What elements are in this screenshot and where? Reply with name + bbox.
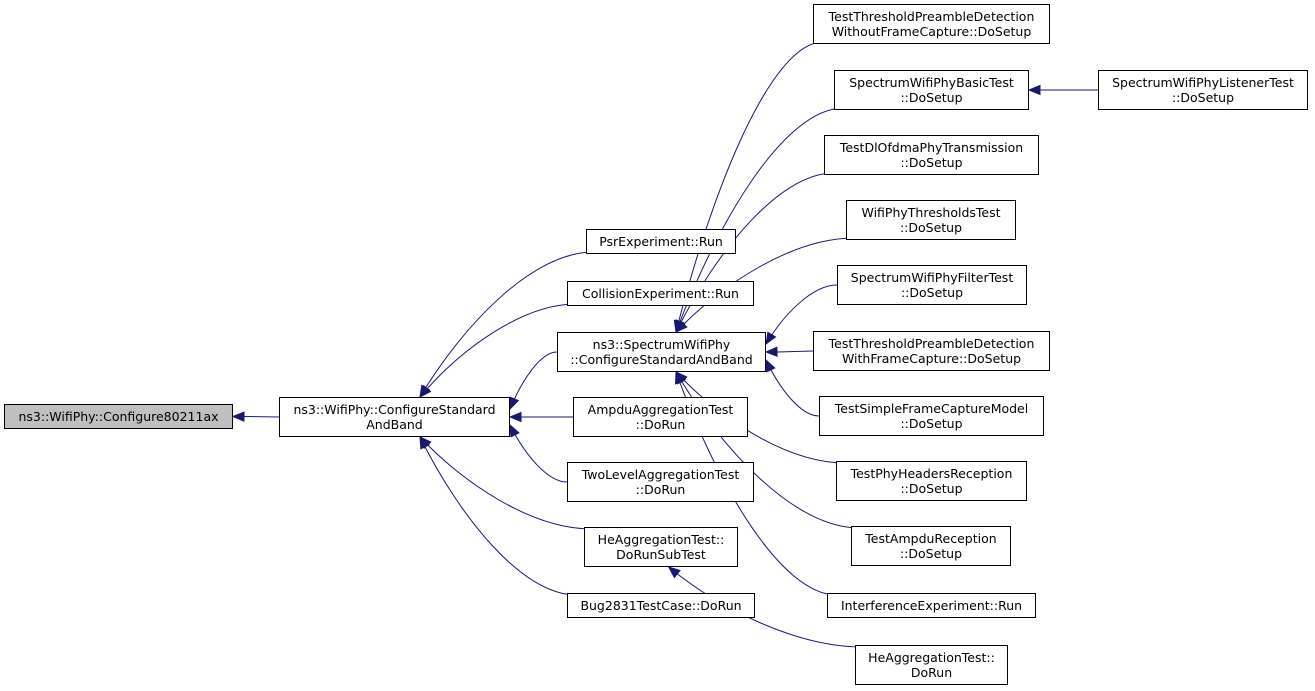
node-label-line: ::DoSetup <box>899 546 963 561</box>
node-label-line: ::DoSetup <box>899 220 963 235</box>
arrow-head <box>508 411 522 423</box>
node-heaggregationtest-dorunsubtest[interactable]: HeAggregationTest::DoRunSubTest <box>584 527 738 567</box>
node-label-line: PsrExperiment::Run <box>599 234 723 249</box>
arrow-head <box>231 411 245 422</box>
node-label-line: TestAmpduReception <box>865 531 997 546</box>
node-label-line: ::DoRun <box>635 417 686 432</box>
arrow-head <box>765 358 776 373</box>
edge-n7-to-n1 <box>419 436 592 530</box>
arrow-head <box>509 396 520 411</box>
node-wifiphythresholdstest-dosetup[interactable]: WifiPhyThresholdsTest::DoSetup <box>846 200 1016 240</box>
node-spectrumwifiphylistenertest-dosetup[interactable]: SpectrumWifiPhyListenerTest::DoSetup <box>1098 70 1308 110</box>
node-label-line: SpectrumWifiPhyFilterTest <box>850 270 1014 285</box>
edge-n12-to-n4 <box>675 237 855 333</box>
node-label-line: TestDlOfdmaPhyTransmission <box>839 140 1024 155</box>
node-psrexperiment-run[interactable]: PsrExperiment::Run <box>586 229 736 254</box>
arrow-head <box>674 370 685 385</box>
node-label-line: ns3::WifiPhy::ConfigureStandard <box>293 402 496 417</box>
node-label-line: InterferenceExperiment::Run <box>840 598 1023 613</box>
node-label-line: ns3::SpectrumWifiPhy <box>592 337 731 352</box>
edge-n14-to-n4 <box>776 350 814 353</box>
arrow-head <box>667 566 681 579</box>
node-label-line: ::DoSetup <box>900 155 963 170</box>
edge-n3-to-n1 <box>419 303 577 398</box>
arrow-head <box>675 320 688 333</box>
node-label-line: HeAggregationTest:: <box>597 532 725 547</box>
edge-n19-to-n7 <box>668 566 863 648</box>
node-label-line: AndBand <box>366 417 423 432</box>
edge-n2-to-n1 <box>419 251 594 398</box>
arrow-head <box>765 331 777 346</box>
node-label-line: TestThresholdPreambleDetection <box>828 336 1035 351</box>
node-spectrumwifiphyfiltertest-dosetup[interactable]: SpectrumWifiPhyFilterTest::DoSetup <box>837 265 1027 305</box>
node-label-line: ::DoSetup <box>900 285 964 300</box>
node-label-line: WithoutFrameCapture::DoSetup <box>831 24 1032 39</box>
edge-n8-to-n1 <box>419 436 577 596</box>
node-twolevelaggregationtest-dorun[interactable]: TwoLevelAggregationTest::DoRun <box>567 462 754 502</box>
node-label-line: WithFrameCapture::DoSetup <box>841 351 1022 366</box>
node-bug2831testcase-dorun[interactable]: Bug2831TestCase::DoRun <box>567 593 755 618</box>
arrow-head <box>509 423 520 438</box>
node-heaggregationtest-dorun[interactable]: HeAggregationTest::DoRun <box>855 645 1008 685</box>
node-label-line: TestThresholdPreambleDetection <box>828 9 1035 24</box>
node-label-line: TestSimpleFrameCaptureModel <box>834 401 1029 416</box>
node-label-line: ::DoSetup <box>900 416 963 431</box>
node-label-line: SpectrumWifiPhyBasicTest <box>849 75 1014 90</box>
node-label-line: ::DoSetup <box>900 90 963 105</box>
node-label-line: HeAggregationTest:: <box>868 650 995 665</box>
node-testampdureception-dosetup[interactable]: TestAmpduReception::DoSetup <box>851 526 1011 566</box>
arrow-head <box>419 435 430 450</box>
node-testphyheadersreception-dosetup[interactable]: TestPhyHeadersReception::DoSetup <box>836 461 1027 501</box>
node-label-line: ::DoRun <box>635 482 686 497</box>
node-collisionexperiment-run[interactable]: CollisionExperiment::Run <box>567 281 754 306</box>
node-interferenceexperiment-run[interactable]: InterferenceExperiment::Run <box>827 593 1036 618</box>
node-ampduaggregationtest-dorun[interactable]: AmpduAggregationTest::DoRun <box>573 397 748 437</box>
node-ns3-wifiphy-configure80211ax: ns3::WifiPhy::Configure80211ax <box>4 404 233 429</box>
edge-n9-to-n4 <box>675 41 824 333</box>
edge-n1-to-n0 <box>243 416 280 418</box>
node-label-line: ::DoSetup <box>1171 90 1235 105</box>
node-label-line: DoRunSubTest <box>616 547 706 562</box>
node-label-line: ns3::WifiPhy::Configure80211ax <box>18 409 219 424</box>
arrow-head <box>419 384 432 399</box>
node-testsimpleframecapturemodel-dosetup[interactable]: TestSimpleFrameCaptureModel::DoSetup <box>819 396 1044 436</box>
node-label-line: WifiPhyThresholdsTest <box>861 205 1001 220</box>
node-label-line: ::DoSetup <box>900 481 963 496</box>
node-label-line: CollisionExperiment::Run <box>582 286 739 301</box>
node-spectrumwifiphybasictest-dosetup[interactable]: SpectrumWifiPhyBasicTest::DoSetup <box>834 70 1029 110</box>
arrow-head <box>764 346 778 357</box>
node-label-line: DoRun <box>910 665 953 680</box>
node-label-line: TwoLevelAggregationTest <box>581 467 740 482</box>
node-label-line: ::ConfigureStandardAndBand <box>570 352 753 367</box>
node-label-line: TestPhyHeadersReception <box>850 466 1013 481</box>
node-testdlofdmaphytransmission-dosetup[interactable]: TestDlOfdmaPhyTransmission::DoSetup <box>824 135 1039 175</box>
node-label-line: AmpduAggregationTest <box>587 402 734 417</box>
node-ns3-spectrumwifiphy-configurestandardandband[interactable]: ns3::SpectrumWifiPhy::ConfigureStandardA… <box>557 332 766 372</box>
node-label-line: SpectrumWifiPhyListenerTest <box>1112 75 1294 90</box>
node-label-line: Bug2831TestCase::DoRun <box>580 598 742 613</box>
edge-n16-to-n4 <box>675 371 846 464</box>
arrow-head <box>1027 84 1041 96</box>
